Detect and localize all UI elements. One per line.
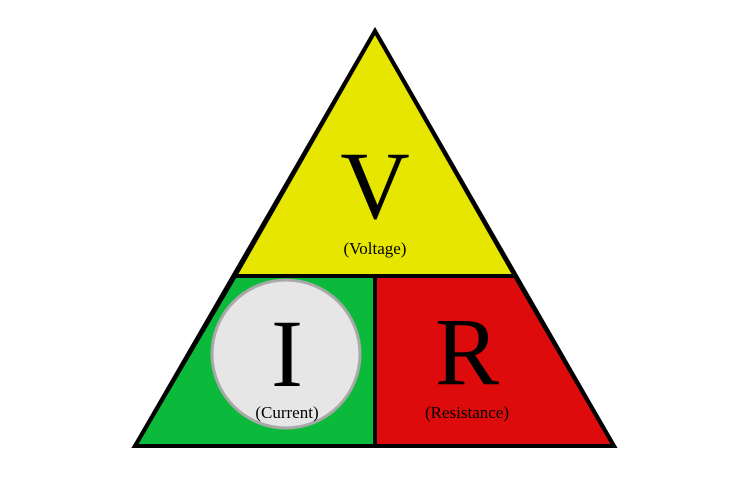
resistance-symbol: R [435, 298, 499, 405]
current-highlight-circle [210, 278, 362, 430]
current-symbol: I [271, 300, 303, 407]
voltage-symbol: V [340, 132, 409, 239]
resistance-label: (Resistance) [425, 403, 509, 422]
current-label: (Current) [255, 403, 318, 422]
voltage-label: (Voltage) [344, 239, 407, 258]
